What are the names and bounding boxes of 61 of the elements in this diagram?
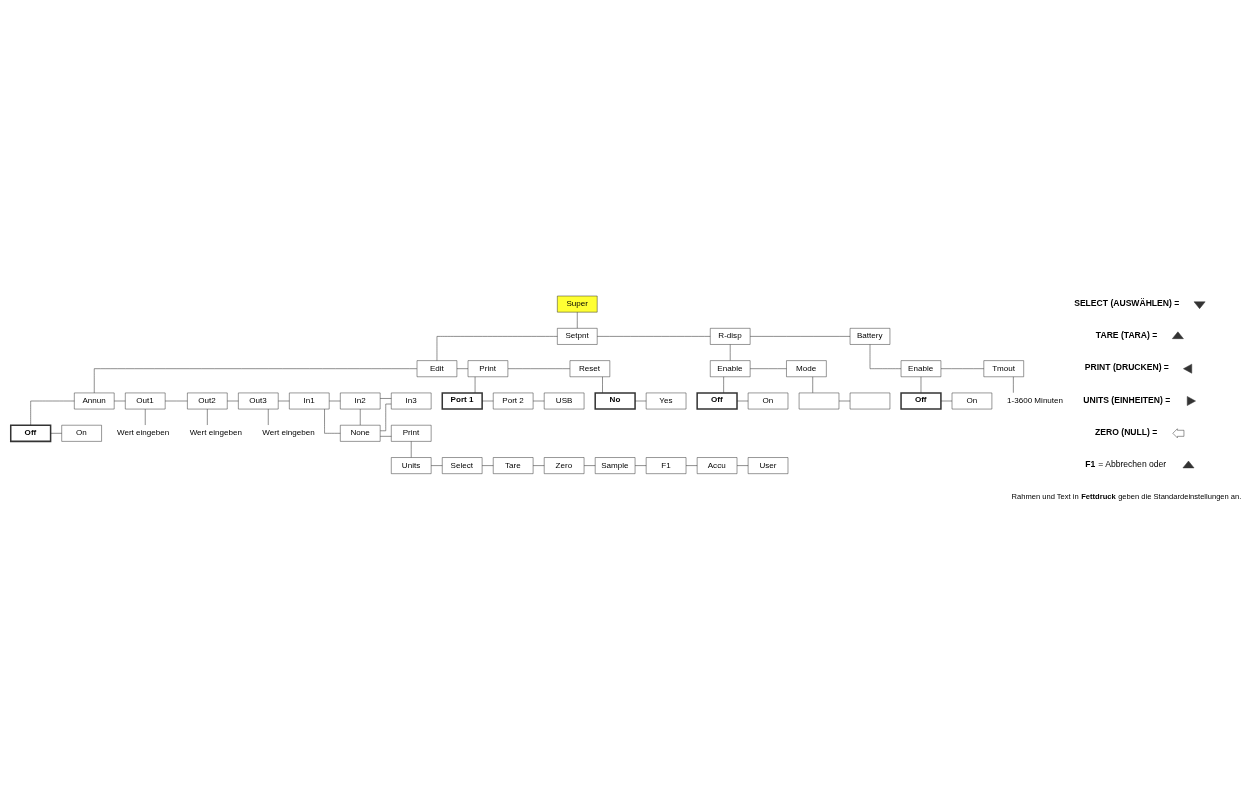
node-box: In2 [340,392,381,410]
node-box: Out1 [125,392,166,410]
node-box: Print [391,425,432,442]
node-text: Wert eingeben [116,428,170,438]
legend-label: TARE (TARA) = [1095,329,1158,340]
node-box: Out2 [187,392,228,410]
node-text: 1-3600 Minuten [1007,395,1064,405]
node-box: Off [900,392,942,410]
node-box: Zero [543,457,585,474]
node-box: USB [543,392,585,410]
node-box: Enable [710,360,751,377]
node-box: Battery [849,328,891,345]
node-box: None [340,425,381,442]
node-box: Off [696,392,738,410]
node-box [849,392,891,410]
legend-label: ZERO (NULL) = [1095,426,1158,437]
node-box: User [747,457,789,474]
connector [723,376,724,393]
connector [634,400,647,402]
node-box: Print [467,360,509,377]
node-box: In3 [391,392,432,410]
node-box: On [61,425,102,442]
node-box: Off [9,424,52,443]
connector [481,400,494,402]
node-box: Out3 [238,392,279,410]
node-box: On [747,392,789,410]
legend-label: F1 = Abbrechen oder [1085,459,1167,470]
node-box: F1 [645,457,687,474]
node-box: Tmout [983,360,1024,377]
connector [940,400,953,402]
legend-label: UNITS (EINHEITEN) = [1083,394,1171,405]
node-box: Port 1 [441,392,483,410]
node-box: Units [391,457,432,474]
connector [50,433,62,434]
node-box: Port 2 [493,392,534,410]
connector [474,376,476,393]
node-box: Tare [493,457,534,474]
node-text: Wert eingeben [189,428,242,438]
node-box: R-disp [710,328,751,345]
node-box: Setpnt [557,328,598,345]
node-box: Yes [645,392,687,410]
node-box: Annun [74,392,115,410]
connector [30,400,75,426]
node-box: On [951,392,993,410]
node-box: Sample [594,457,636,474]
node-box: Mode [786,360,827,377]
legend-label: PRINT (DRUCKEN) = [1084,362,1169,373]
connector [736,400,749,402]
node-text: Wert eingeben [262,428,315,438]
node-box: In1 [289,392,330,410]
node-box: Accu [696,457,738,474]
node-box: Edit [416,360,458,377]
connector [920,376,922,393]
connector [602,376,603,393]
node-box: Super [557,295,598,313]
node-box: Reset [569,360,611,377]
node-box [798,392,840,410]
node-box: Enable [900,360,942,377]
legend-label: SELECT (AUSWÄHLEN) = [1074,297,1180,308]
node-box: Select [442,457,483,474]
node-box: No [594,392,636,410]
